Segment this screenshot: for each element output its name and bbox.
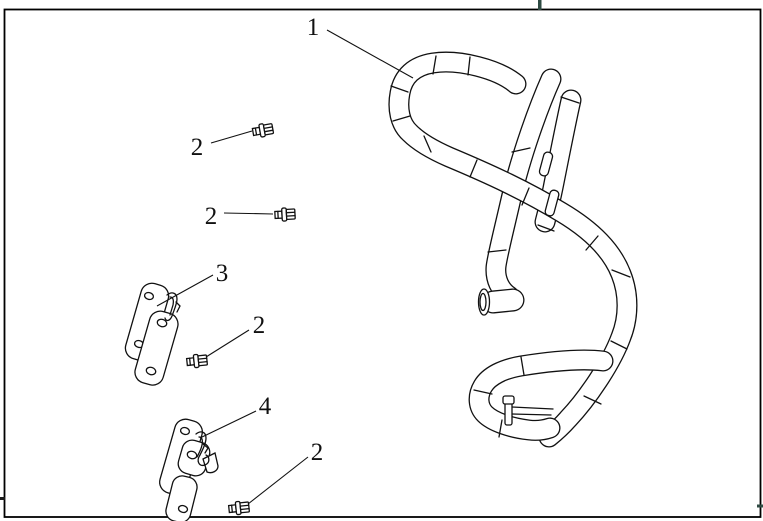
- flange-bolt-4: [227, 499, 251, 517]
- bracket-bent-tab: [202, 452, 219, 474]
- flange-bolt-2: [274, 206, 296, 223]
- bracket-retaining-clip: [164, 292, 181, 322]
- weld-slot: [538, 151, 554, 177]
- callout-2d: 2: [247, 439, 324, 505]
- flange-bolt-1: [251, 121, 275, 140]
- callout-2a-label: 2: [191, 134, 204, 161]
- callout-2c: 2: [205, 312, 266, 358]
- left-registration-tick: [0, 497, 5, 500]
- weld-slot: [544, 189, 560, 217]
- upper-mounting-bracket: [124, 282, 181, 386]
- bracket-retaining-clip: [195, 431, 210, 467]
- flange-bolt-3: [185, 352, 209, 370]
- callout-3-label: 3: [216, 260, 229, 287]
- callout-1: 1: [307, 14, 414, 79]
- callout-2d-label: 2: [311, 439, 324, 466]
- callout-1-label: 1: [307, 14, 320, 41]
- lower-mounting-bracket: [159, 418, 219, 521]
- callout-2c-label: 2: [253, 312, 266, 339]
- main-tube-assembly: [388, 51, 638, 448]
- top-registration-tick: [538, 0, 542, 10]
- callout-4: 4: [199, 393, 272, 439]
- callout-2b: 2: [205, 203, 274, 230]
- right-registration-tick: [757, 504, 763, 508]
- loop-mounting-stud: [502, 395, 554, 426]
- callouts: 1 2 2 3 2 4 2: [156, 14, 414, 505]
- drawing-frame: [3, 8, 762, 518]
- callout-3: 3: [156, 260, 229, 307]
- callout-2a: 2: [191, 130, 253, 161]
- callout-4-label: 4: [259, 393, 272, 420]
- tube-seam-lines: [390, 55, 631, 438]
- callout-2b-label: 2: [205, 203, 218, 230]
